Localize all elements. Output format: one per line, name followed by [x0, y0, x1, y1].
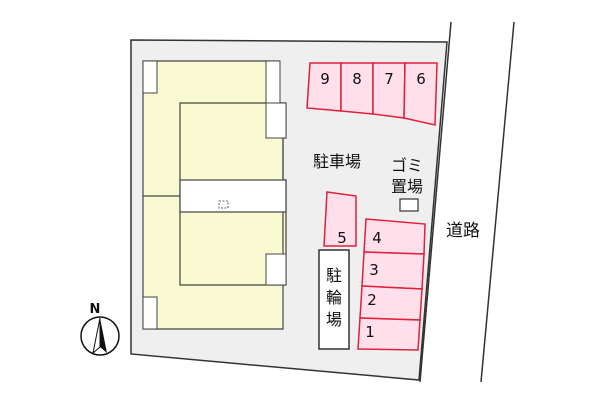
- road-edge-left: [419, 21, 452, 383]
- parking-space-3: 3: [369, 261, 379, 279]
- parking-space-6: 6: [416, 70, 426, 88]
- garbage-label-line2: 置場: [391, 177, 423, 196]
- parking-space-7: 7: [384, 70, 394, 88]
- bicycle-label-1: 駐: [326, 266, 342, 285]
- north-arrow-icon: [80, 316, 120, 356]
- bicycle-label-3: 場: [326, 310, 342, 329]
- parking-space-5: 5: [337, 229, 347, 247]
- road-edge-right: [480, 21, 515, 383]
- road-label: 道路: [446, 221, 480, 241]
- parking-space-2: 2: [367, 291, 377, 309]
- parking-space-1: 1: [365, 323, 375, 341]
- parking-label: 駐車場: [313, 152, 361, 171]
- bicycle-parking: 駐 輪 場: [318, 249, 350, 350]
- parking-space-9: 9: [320, 70, 330, 88]
- building: [142, 60, 287, 330]
- parking-space-4: 4: [372, 229, 382, 247]
- parking-right: 4 3 2 1: [357, 218, 426, 351]
- parking-single: 5: [323, 191, 357, 247]
- north-label: N: [90, 302, 101, 317]
- bicycle-label-2: 輪: [326, 288, 342, 307]
- parking-top: 9 8 7 6: [306, 62, 438, 126]
- garbage-label-line1: ゴミ: [391, 156, 423, 175]
- garbage-box: [399, 198, 419, 212]
- parking-space-8: 8: [352, 70, 362, 88]
